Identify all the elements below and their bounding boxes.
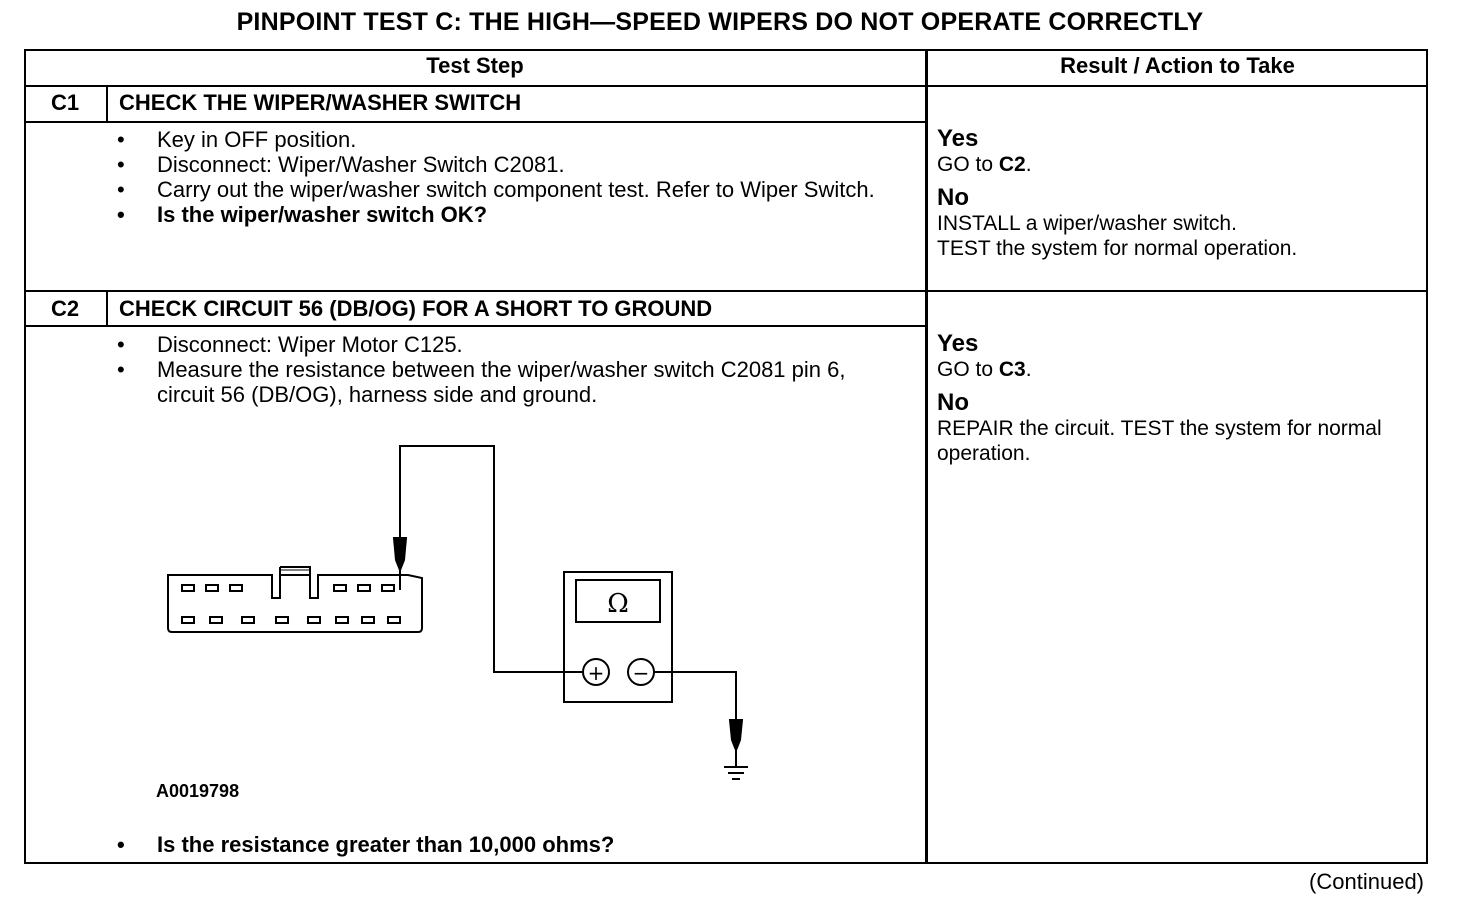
yes-action: GO to (937, 153, 994, 176)
no-label: No (937, 389, 969, 416)
yes-label: Yes (937, 330, 979, 357)
step-c2-question: •Is the resistance greater than 10,000 o… (111, 832, 901, 857)
list-item: •Disconnect: Wiper Motor C125. (117, 332, 463, 357)
step-title-c2: CHECK CIRCUIT 56 (DB/OG) FOR A SHORT TO … (119, 296, 713, 321)
yes-label: Yes (937, 125, 979, 152)
step-c1-bullets: •Key in OFF position. •Disconnect: Wiper… (111, 127, 901, 227)
result-c1: Yes GO to C2. No INSTALL a wiper/washer … (937, 126, 1417, 261)
c1-title-rule (24, 121, 927, 123)
list-item: •Measure the resistance between the wipe… (117, 357, 846, 407)
c1-id-divider (106, 86, 108, 122)
step-id-c1: C1 (50, 90, 80, 115)
goto-link-c2[interactable]: C2 (998, 153, 1026, 176)
header-result: Result / Action to Take (1060, 53, 1295, 78)
goto-link-c3[interactable]: C3 (998, 358, 1026, 381)
step-id-c2: C2 (50, 296, 80, 321)
probe-lead-positive (392, 445, 582, 673)
c2-id-divider (106, 291, 108, 326)
c2-top-rule (24, 290, 1428, 292)
list-item: •Is the resistance greater than 10,000 o… (117, 832, 615, 857)
resistance-measurement-diagram: Ω + − (167, 445, 748, 780)
step-c2-bullets: •Disconnect: Wiper Motor C125. •Measure … (111, 332, 901, 407)
list-item: •Key in OFF position. (117, 127, 357, 152)
list-item: •Is the wiper/washer switch OK? (117, 202, 488, 227)
pinpoint-table (24, 49, 1428, 864)
probe-lead-negative (654, 671, 744, 766)
c2-title-rule (24, 325, 927, 327)
list-item: •Carry out the wiper/washer switch compo… (117, 177, 875, 202)
header-rule (24, 85, 1428, 87)
no-action: REPAIR the circuit. TEST the system for … (937, 417, 1382, 465)
plus-terminal: + (588, 661, 605, 685)
header-test-step: Test Step (426, 53, 524, 78)
connector-c2081 (167, 566, 423, 633)
no-action-test: TEST the system for normal operation. (937, 237, 1298, 260)
step-title-c1: CHECK THE WIPER/WASHER SWITCH (119, 90, 522, 115)
result-c2: Yes GO to C3. No REPAIR the circuit. TES… (937, 331, 1417, 466)
ground-icon (724, 766, 748, 780)
ohmmeter (563, 571, 673, 703)
figure-id: A0019798 (156, 781, 240, 801)
no-action: INSTALL a wiper/washer switch. (937, 212, 1237, 235)
column-divider (925, 49, 928, 864)
ohm-symbol: Ω (607, 589, 629, 619)
continued-note: (Continued) (1309, 869, 1424, 894)
no-label: No (937, 184, 969, 211)
page-title: PINPOINT TEST C: THE HIGH—SPEED WIPERS D… (236, 8, 1204, 36)
minus-terminal: − (633, 661, 650, 685)
yes-action: GO to (937, 358, 994, 381)
list-item: •Disconnect: Wiper/Washer Switch C2081. (117, 152, 565, 177)
